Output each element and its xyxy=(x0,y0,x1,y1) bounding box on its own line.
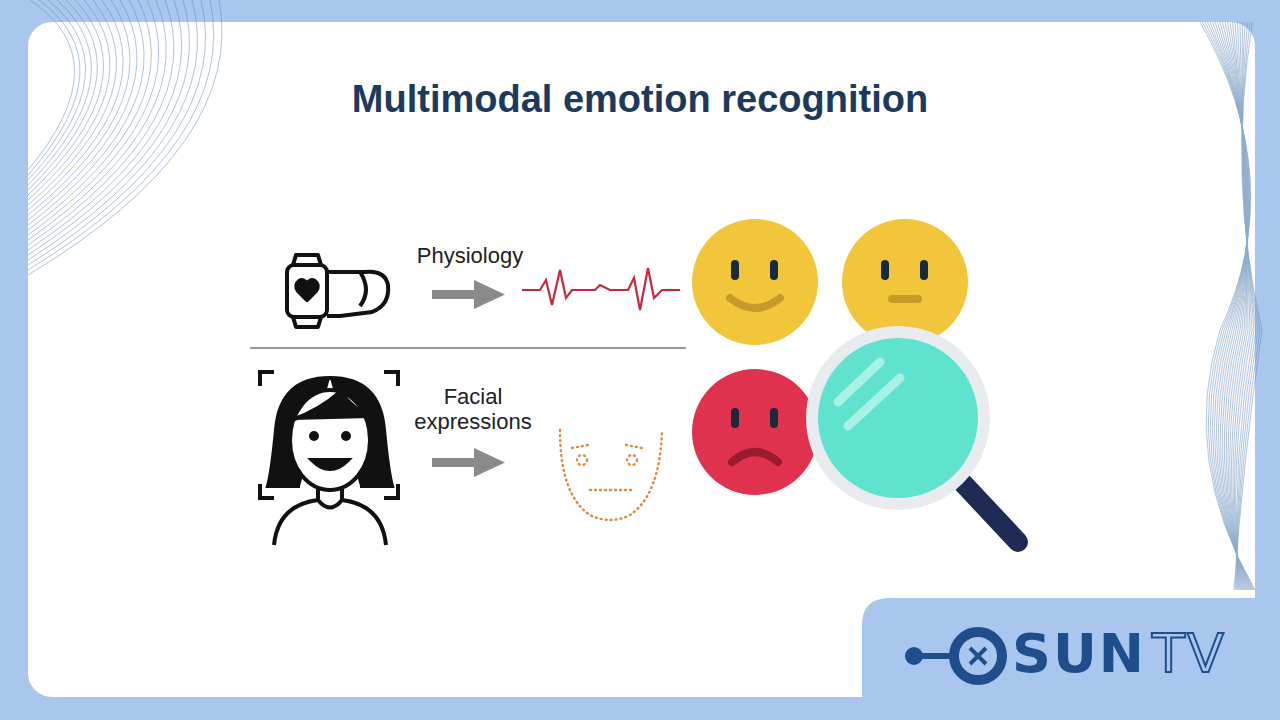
landmark-face xyxy=(560,430,662,520)
panel xyxy=(28,22,1255,697)
wearable-icon xyxy=(287,255,388,327)
logo-text: TV xyxy=(1152,622,1226,685)
logo-text: SUN xyxy=(1012,622,1146,685)
ecg-signal xyxy=(522,268,680,310)
modality-label: Physiology xyxy=(400,243,540,269)
arrow xyxy=(432,280,505,477)
title: Multimodal emotion recognition xyxy=(0,78,1280,121)
face-icon xyxy=(260,372,398,545)
magnifier xyxy=(806,326,1018,542)
modality-label: Facial expressions xyxy=(398,384,548,434)
divider xyxy=(250,347,686,349)
logo-mark xyxy=(905,632,1002,680)
logo-panel xyxy=(862,598,1280,720)
